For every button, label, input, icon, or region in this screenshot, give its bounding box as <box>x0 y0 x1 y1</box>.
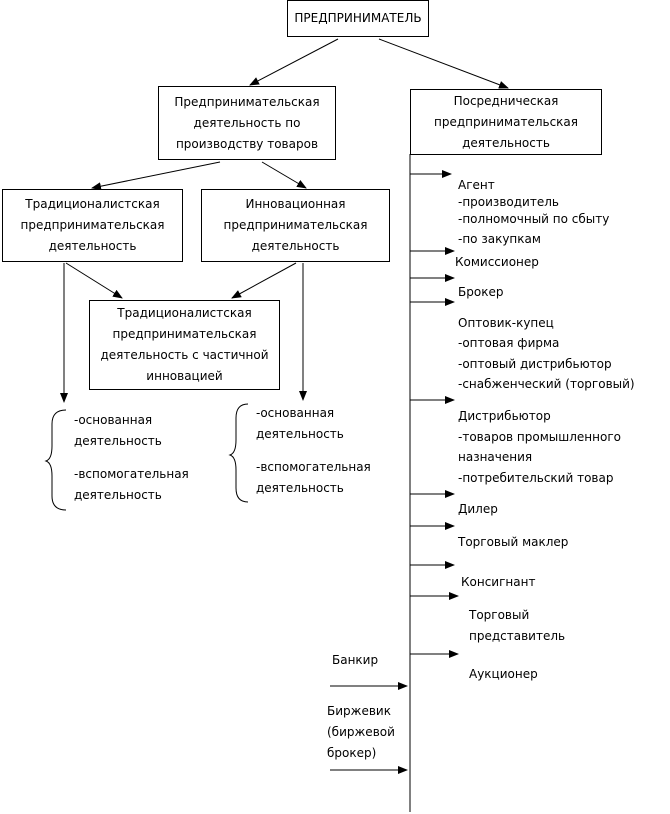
left-brace-aux: -вспомогательная деятельность <box>74 467 189 502</box>
left-brace <box>44 409 67 511</box>
distributor-item-purpose: назначения <box>458 450 533 464</box>
intermediary-activity-box: Посредническая предпринимательская деяте… <box>410 89 602 155</box>
production-activity-label: Предпринимательская деятельность по прои… <box>174 94 320 151</box>
agent-item-producer: -производитель <box>458 195 559 209</box>
arrow-production-to-traditional <box>91 161 221 191</box>
komissioner-label: Комиссионер <box>455 255 539 269</box>
intermediary-activity-label: Посредническая предпринимательская деяте… <box>434 93 578 150</box>
arrow-root-to-intermediary <box>378 38 509 89</box>
entrepreneur-box: ПРЕДПРИНИМАТЕЛЬ <box>287 0 429 37</box>
mid-brace-aux: -вспомогательная деятельность <box>256 460 371 495</box>
diler-label: Дилер <box>458 502 498 516</box>
konsignant-label: Консигнант <box>461 575 536 589</box>
distributor-item-consumer: -потребительский товар <box>458 471 614 485</box>
agent-item-purchase: -по закупкам <box>458 232 541 246</box>
production-activity-box: Предпринимательская деятельность по прои… <box>158 86 336 160</box>
mixed-activity-label: Традиционалистская предпринимательская д… <box>100 306 269 383</box>
entrepreneur-label: ПРЕДПРИНИМАТЕЛЬ <box>294 11 422 25</box>
arrow-root-to-production <box>249 38 339 86</box>
agent-item-sales: -полномочный по сбыту <box>458 212 610 226</box>
optovik-item-distributor: -оптовый дистрибьютор <box>458 357 612 371</box>
predstavitel-label: Торговый представитель <box>469 608 566 643</box>
innovative-activity-label: Инновационная предпринимательская деятел… <box>223 197 368 253</box>
mid-brace-main: -основанная деятельность <box>256 406 344 441</box>
bankir-label: Банкир <box>332 653 379 667</box>
optovik-item-firm: -оптовая фирма <box>458 336 560 350</box>
broker-label: Брокер <box>458 285 504 299</box>
arrow-production-to-innovative <box>261 161 307 189</box>
mid-brace <box>228 403 249 503</box>
makler-label: Торговый маклер <box>458 535 569 549</box>
distributor-title: Дистрибьютор <box>458 409 551 423</box>
arrow-traditional-to-mixed <box>65 262 123 299</box>
left-brace-main: -основанная деятельность <box>74 413 162 448</box>
optovik-title: Оптовик-купец <box>458 316 554 330</box>
birzhevik-label: Биржевик (биржевой брокер) <box>327 704 395 760</box>
traditional-activity-box: Традиционалистская предпринимательская д… <box>2 189 183 262</box>
aukcioner-label: Аукционер <box>469 667 538 681</box>
innovative-activity-box: Инновационная предпринимательская деятел… <box>201 189 390 262</box>
distributor-item-industrial: -товаров промышленного <box>458 430 621 444</box>
mixed-activity-box: Традиционалистская предпринимательская д… <box>89 300 280 390</box>
optovik-item-supply: -снабженческий (торговый) <box>458 377 635 391</box>
traditional-activity-label: Традиционалистская предпринимательская д… <box>20 197 165 253</box>
agent-title: Агент <box>458 178 495 192</box>
arrow-innovative-to-mixed <box>231 262 297 299</box>
